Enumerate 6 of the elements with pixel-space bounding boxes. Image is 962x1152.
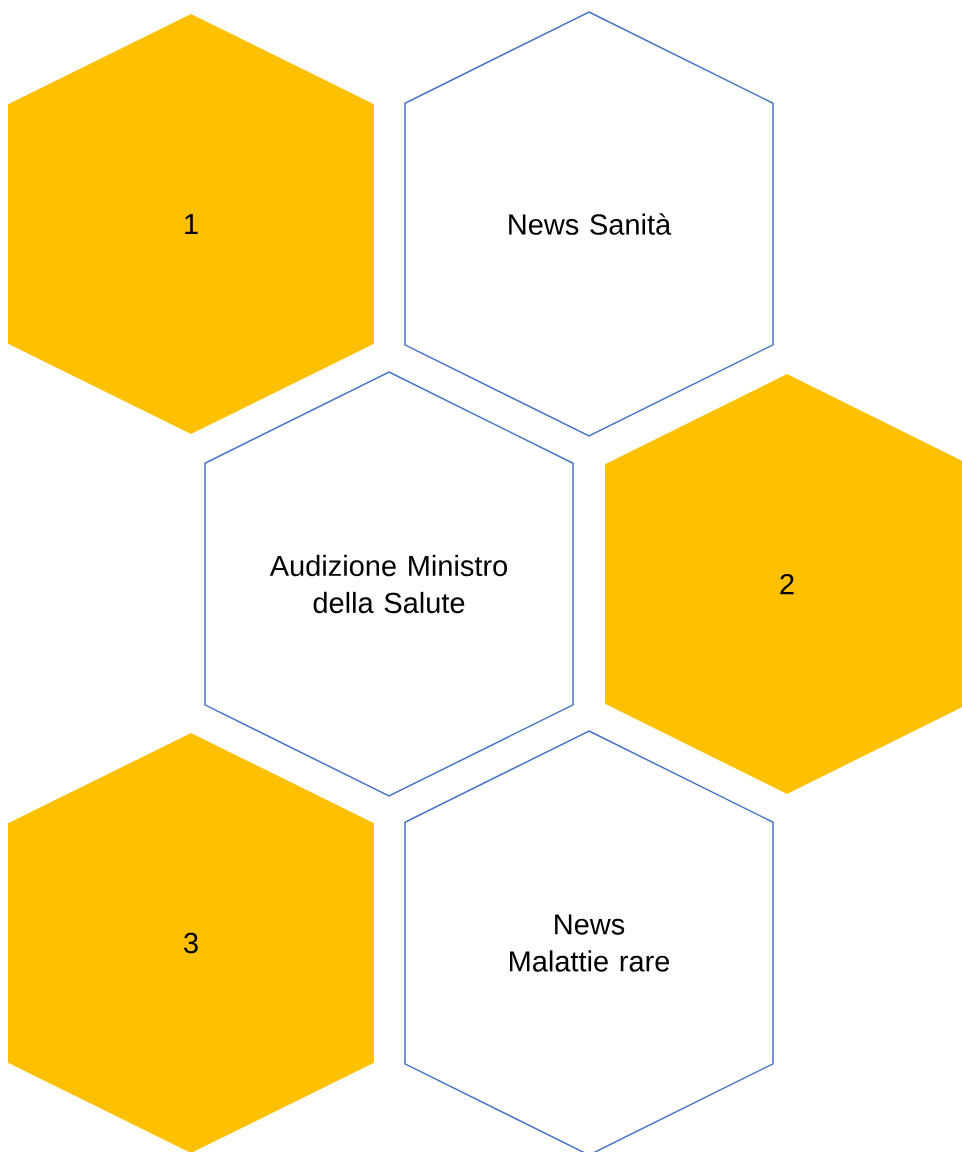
hexagon: 1 xyxy=(8,14,374,434)
hexagon: 3 xyxy=(8,733,374,1152)
hexagon: News Malattie rare xyxy=(404,730,774,1152)
hexagon: News Sanità xyxy=(404,11,774,437)
hexagon: Audizione Ministro della Salute xyxy=(204,371,574,797)
hexagon: 2 xyxy=(605,374,962,794)
